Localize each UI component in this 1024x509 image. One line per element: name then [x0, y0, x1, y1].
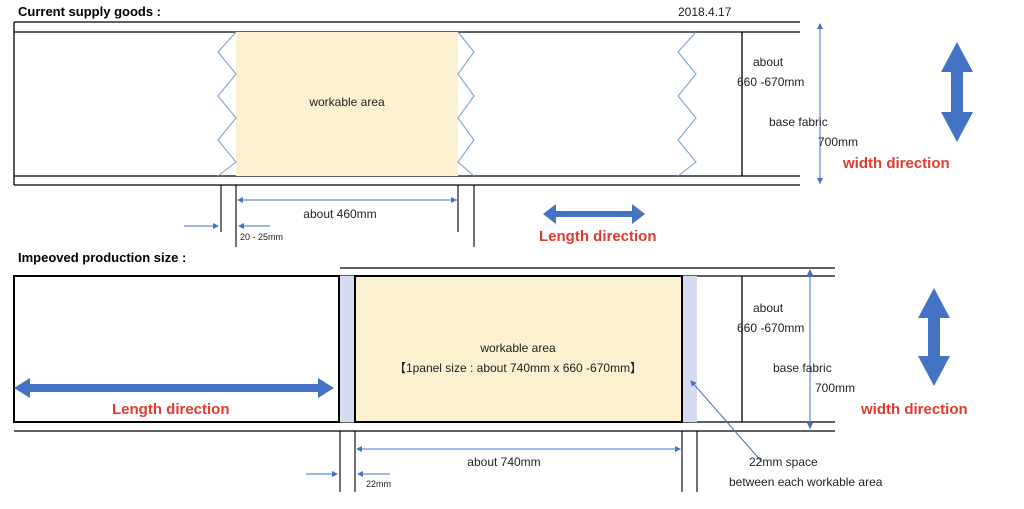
improved-base-value: 700mm	[815, 381, 855, 395]
improved-gap-right	[682, 276, 697, 422]
improved-width-direction-icon	[918, 288, 950, 386]
current-workable-label: workable area	[308, 95, 385, 109]
improved-width-direction-label: width direction	[860, 401, 968, 418]
current-width-direction-label: width direction	[842, 155, 950, 172]
current-workable-area	[236, 32, 458, 176]
improved-workable-area	[354, 275, 683, 423]
current-width-value: 660 -670mm	[737, 75, 804, 89]
current-heading: Current supply goods :	[18, 4, 161, 19]
improved-length-direction-label: Length direction	[112, 401, 230, 418]
improved-space-pointer	[690, 380, 763, 463]
current-width-direction-icon	[941, 42, 973, 142]
current-base-value: 700mm	[818, 135, 858, 149]
current-right-zigzag	[677, 31, 697, 177]
current-length-direction-icon	[543, 204, 645, 224]
improved-length-value: about 740mm	[467, 455, 540, 469]
improved-workable-label: workable area	[479, 341, 556, 355]
current-left-zigzag	[217, 31, 237, 177]
improved-about-label: about	[753, 301, 784, 315]
improved-heading: Impeoved production size :	[18, 250, 186, 265]
improved-space-label-line1: 22mm space	[749, 455, 818, 469]
improved-width-value: 660 -670mm	[737, 321, 804, 335]
current-mid-zigzag	[457, 31, 475, 177]
current-gap-value: 20 - 25mm	[240, 232, 283, 242]
improved-gap-left	[340, 276, 355, 422]
current-base-label: base fabric	[769, 115, 828, 129]
current-length-direction-label: Length direction	[539, 228, 657, 245]
date-label: 2018.4.17	[678, 5, 732, 19]
improved-left-panel	[13, 275, 340, 423]
improved-gap-value: 22mm	[366, 479, 391, 489]
improved-base-label: base fabric	[773, 361, 832, 375]
improved-space-label-line2: between each workable area	[729, 475, 883, 489]
current-length-value: about 460mm	[303, 207, 376, 221]
improved-length-direction-icon	[14, 378, 334, 398]
current-about-label: about	[753, 55, 784, 69]
improved-panel-size: 【1panel size : about 740mm x 660 -670mm】	[394, 361, 642, 375]
